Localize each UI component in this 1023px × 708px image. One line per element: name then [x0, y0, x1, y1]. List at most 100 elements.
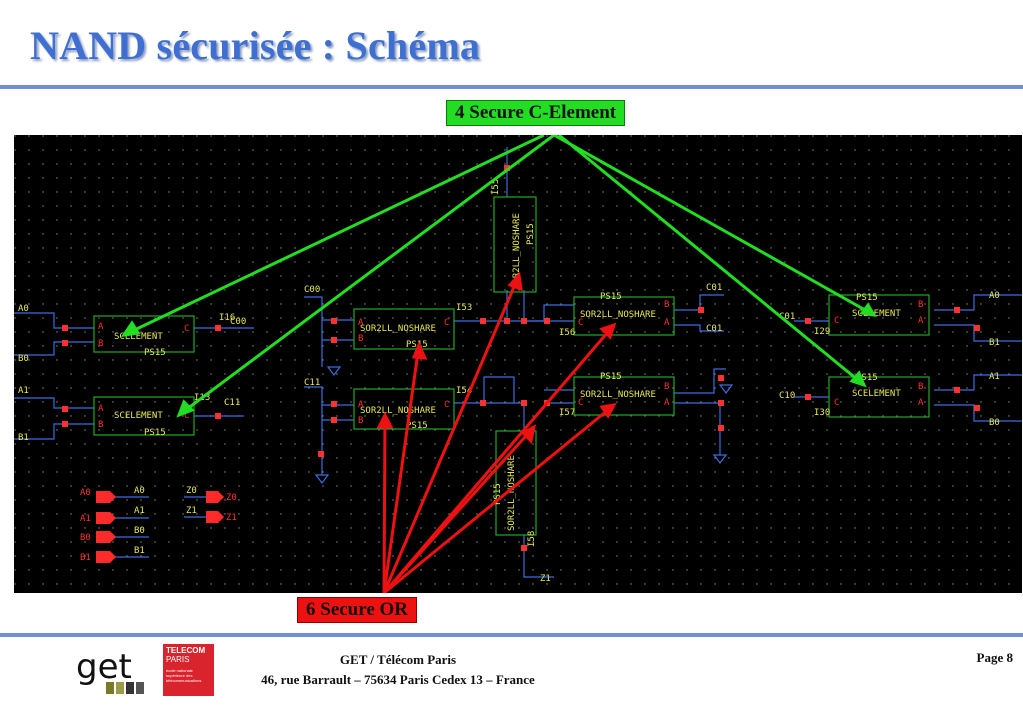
get-logo: get	[76, 647, 144, 694]
pin-a: A	[664, 398, 670, 408]
io-wire-label: B1	[134, 546, 145, 556]
pin-a: A	[918, 398, 924, 408]
net-label: B0	[18, 354, 29, 364]
io-pin-label: Z0	[226, 493, 237, 503]
grid	[14, 135, 1022, 593]
pin-labels: A B C A B C A B C A B C B A C B A C B A …	[80, 300, 924, 563]
telecom-logo-small: école nationale supérieure des télécommu…	[166, 668, 202, 683]
cell-ps: PS15	[856, 373, 878, 383]
footer-line2: 46, rue Barrault – 75634 Paris Cedex 13 …	[261, 672, 535, 687]
pin-c: C	[578, 398, 583, 408]
secure-or-arrows	[376, 271, 617, 593]
net-label: A1	[989, 372, 1000, 382]
pin-a: A	[358, 318, 364, 328]
io-pin-label: B0	[80, 533, 91, 543]
pin-b: B	[918, 382, 923, 392]
cell-name: SCELEMENT	[852, 309, 901, 319]
cell-name: SOR2LL_NOSHARE	[580, 310, 656, 320]
cell-ps: PS15	[406, 340, 428, 350]
pin-b: B	[98, 339, 103, 349]
net-label: C11	[304, 378, 320, 388]
pin-a: A	[98, 404, 104, 414]
net-label: B1	[18, 433, 29, 443]
cell-ps: PS15	[144, 348, 166, 358]
net-label: C00	[304, 285, 320, 295]
cell-id: I56	[559, 328, 575, 338]
c-element-callout: 4 Secure C-Element	[446, 100, 626, 126]
pin-c: C	[184, 324, 189, 334]
pin-b: B	[664, 382, 669, 392]
footer-line1: GET / Télécom Paris	[339, 652, 457, 667]
pin-c: C	[444, 400, 449, 410]
cell-ps: PS15	[526, 223, 536, 245]
net-label: A0	[989, 291, 1000, 301]
io-pin-label: B1	[80, 553, 91, 563]
page-title: NAND sécurisée : Schéma	[30, 23, 481, 68]
pin-a: A	[918, 316, 924, 326]
cell-id: I54	[456, 386, 472, 396]
io-wire-label: Z1	[186, 506, 197, 516]
pin-b: B	[358, 416, 363, 426]
ground-symbols	[314, 366, 734, 484]
net-label: B1	[989, 338, 1000, 348]
cell-name: SCELEMENT	[114, 332, 163, 342]
cell-name: SOR2LL_NOSHARE	[507, 455, 517, 531]
io-wire-label: B0	[134, 526, 145, 536]
cell-id: I16	[219, 313, 235, 323]
cell-ps: PS15	[856, 293, 878, 303]
net-label: B0	[989, 418, 1000, 428]
io-wire-label: A0	[134, 486, 145, 496]
pin-a: A	[664, 318, 670, 328]
cell-name: SOR2LL_NOSHARE	[580, 390, 656, 400]
net-label: C00	[230, 317, 246, 327]
net-label: A1	[18, 386, 29, 396]
pin-b: B	[358, 334, 363, 344]
pin-a: A	[358, 400, 364, 410]
pin-b: B	[918, 300, 923, 310]
net-label: C01	[706, 324, 722, 334]
wires	[14, 147, 1022, 578]
footer-divider	[0, 633, 1023, 637]
footer-address: GET / Télécom Paris 46, rue Barrault – 7…	[228, 650, 568, 690]
cell-name: SOR2LL_NOSHARE	[360, 406, 436, 416]
net-label: C01	[779, 312, 795, 322]
cell-name: SOR2LL_NOSHARE	[360, 324, 436, 334]
io-pin-label: A1	[80, 514, 91, 524]
telecom-logo-line2: PARIS	[166, 655, 190, 664]
io-wire-label: A1	[134, 506, 145, 516]
cell-id: I58	[527, 531, 537, 547]
pin-c: C	[184, 411, 189, 421]
cell-ps: PS15	[600, 292, 622, 302]
pin-c: C	[834, 316, 839, 326]
pin-b: B	[664, 300, 669, 310]
net-label: A0	[18, 304, 29, 314]
telecom-logo-line1: TELECOM	[166, 646, 206, 655]
cell-id: I57	[559, 408, 575, 418]
c-element-arrows	[120, 135, 877, 418]
pin-b: B	[98, 420, 103, 430]
pin-a: A	[98, 322, 104, 332]
net-label: C10	[779, 391, 795, 401]
page-number: Page 8	[976, 650, 1013, 665]
net-label: C11	[224, 398, 240, 408]
pin-c: C	[834, 398, 839, 408]
telecom-paris-logo: TELECOM PARIS école nationale supérieure…	[163, 644, 214, 696]
cell-id: I55	[491, 179, 501, 195]
header-divider	[0, 85, 1023, 89]
pin-c: C	[578, 318, 583, 328]
cell-ps: PS15	[493, 483, 503, 505]
secure-or-callout: 6 Secure OR	[297, 597, 418, 623]
net-label: C01	[706, 283, 722, 293]
get-logo-text: get	[76, 647, 132, 687]
cell-ps: PS15	[600, 372, 622, 382]
cell-boxes	[93, 196, 930, 536]
cell-ps: PS15	[144, 428, 166, 438]
cell-name: SCELEMENT	[114, 411, 163, 421]
cell-ps: PS15	[406, 421, 428, 431]
schematic-labels: A0 B0 A1 B1 C00 C11 C00 C11 C01 C01 C01 …	[18, 179, 1000, 584]
io-pin-label: Z1	[226, 513, 237, 523]
cell-name: SCELEMENT	[852, 389, 901, 399]
cell-id: I30	[814, 408, 830, 418]
cell-name: SOR2LL_NOSHARE	[512, 213, 522, 289]
net-label: Z1	[540, 574, 551, 584]
